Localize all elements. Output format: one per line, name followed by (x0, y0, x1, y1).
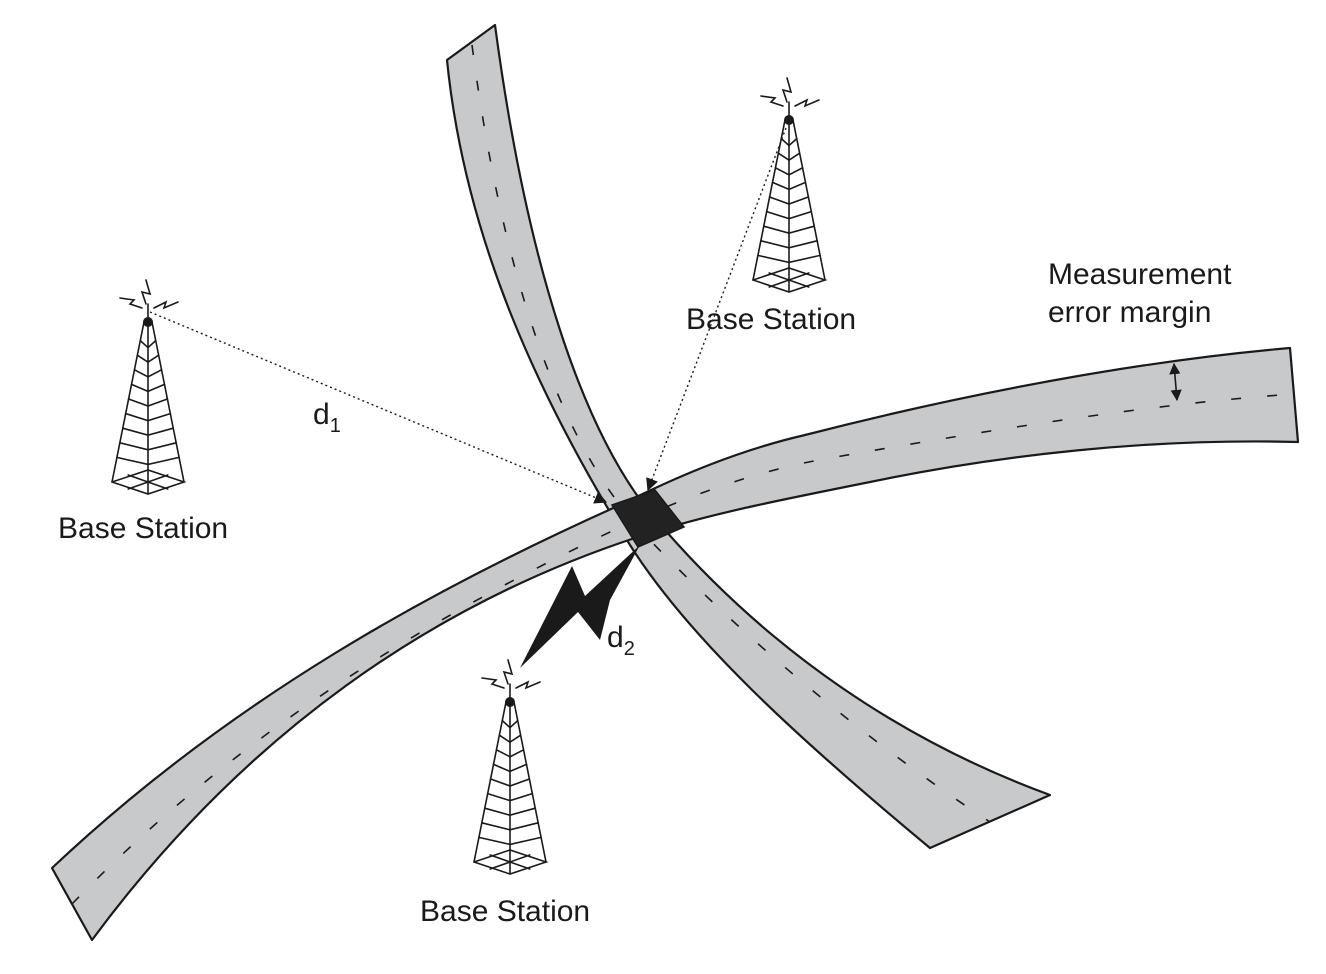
measurement-error-label-line1: Measurement (1048, 258, 1232, 291)
range-line-d1 (149, 311, 608, 504)
measurement-error-label-line2: error margin (1048, 296, 1211, 329)
range-band-horizontal (50, 346, 1300, 942)
base-station-tower-icon-bottom (473, 659, 549, 875)
distance-label-d1-sub: 1 (330, 415, 341, 437)
distance-label-d2-sub: 2 (624, 638, 635, 660)
lightning-bolt-icon (520, 545, 640, 668)
error-margin-arrow (1169, 362, 1182, 402)
base-station-tower-icon-left (111, 279, 187, 495)
distance-label-d2: d2 (607, 621, 635, 660)
range-band-vertical (445, 23, 1052, 850)
distance-label-d1-main: d (313, 398, 330, 431)
base-station-tower-icon-top (752, 77, 828, 293)
base-station-label-top: Base Station (686, 303, 856, 336)
base-station-label-left: Base Station (58, 512, 228, 545)
base-station-label-bottom: Base Station (420, 895, 590, 928)
distance-label-d2-main: d (607, 621, 624, 654)
distance-label-d1: d1 (313, 398, 341, 437)
intersection-region (610, 489, 686, 548)
